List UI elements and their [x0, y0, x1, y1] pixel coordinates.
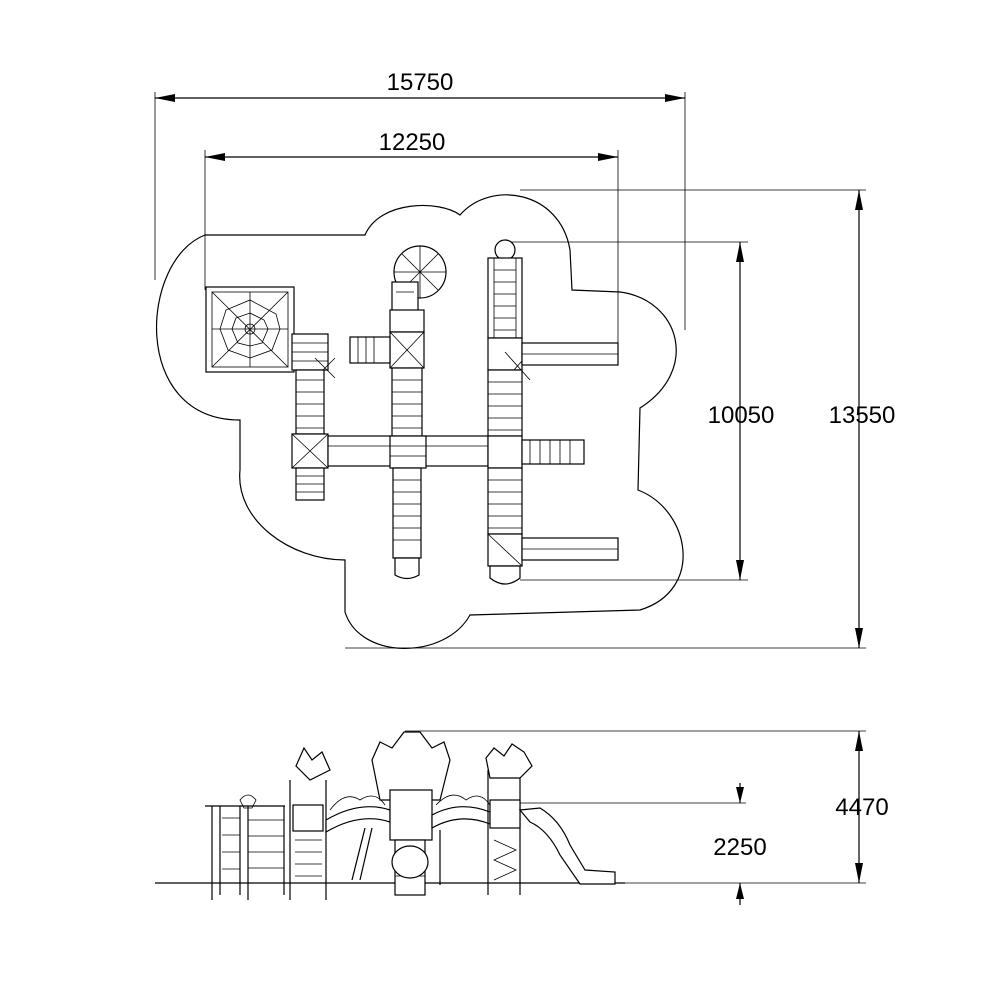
tower-left: [291, 333, 336, 501]
tower-right: [487, 239, 619, 585]
elevation-slide: [518, 807, 616, 885]
dimension-label-13550: 13550: [829, 402, 896, 429]
plan-view: 15750 12250 13550 10050: [154, 69, 896, 649]
elevation-bridge: [325, 806, 391, 834]
dimension-label-15750: 15750: [387, 69, 454, 96]
dimension-label-12250: 12250: [379, 129, 446, 156]
spider-net-tower: [205, 286, 295, 373]
elevation-net-frame: [205, 794, 285, 900]
dimension-overall-width: 15750: [154, 69, 686, 330]
tower-center: [349, 245, 447, 580]
elevation-tower-right: [485, 743, 533, 895]
dimension-equipment-width: 12250: [204, 129, 619, 345]
dimension-label-10050: 10050: [708, 402, 775, 429]
elevation-tower-left: [289, 746, 331, 900]
dimension-overall-depth: 13550: [345, 189, 896, 649]
dimension-equipment-depth: 10050: [510, 241, 775, 581]
elevation-tower-center: [351, 731, 451, 896]
elevation-bridge-right: [431, 806, 491, 830]
dimension-platform-height: 2250: [500, 783, 767, 905]
dimension-label-2250: 2250: [713, 834, 766, 861]
dimension-label-4470: 4470: [835, 794, 888, 821]
safety-zone-outline: [155, 194, 684, 649]
dimension-overall-height: 4470: [405, 730, 889, 884]
elevation-view: 4470 2250: [155, 730, 889, 905]
